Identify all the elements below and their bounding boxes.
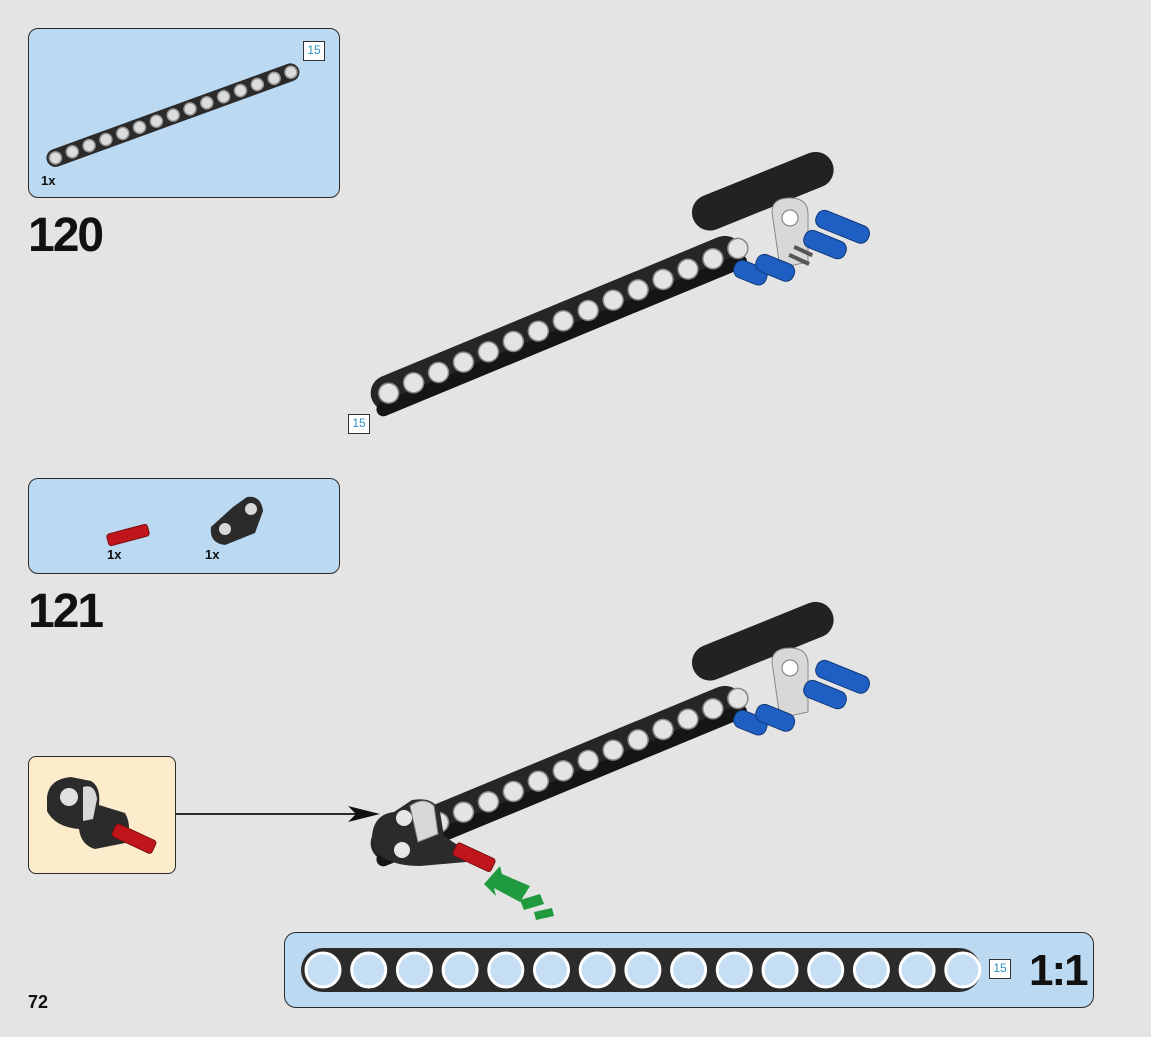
scale-hole <box>809 953 843 987</box>
scale-hole <box>580 953 614 987</box>
scale-label: 1:1 <box>1029 949 1087 993</box>
scale-hole <box>489 953 523 987</box>
scale-hole <box>717 953 751 987</box>
insert-arrow <box>484 866 554 920</box>
scale-beam <box>301 945 991 995</box>
scale-hole <box>443 953 477 987</box>
scale-hole <box>672 953 706 987</box>
scale-hole <box>626 953 660 987</box>
scale-hole <box>397 953 431 987</box>
added-red-pin <box>452 842 496 872</box>
scale-hole <box>854 953 888 987</box>
scale-hole <box>900 953 934 987</box>
scale-hole <box>763 953 797 987</box>
scale-hole <box>946 953 980 987</box>
scale-hole <box>306 953 340 987</box>
scale-hole <box>535 953 569 987</box>
scale-length-badge: 15 <box>989 959 1011 979</box>
page-number: 72 <box>28 992 48 1013</box>
scale-strip: 15 1:1 <box>284 932 1094 1008</box>
scale-hole <box>352 953 386 987</box>
